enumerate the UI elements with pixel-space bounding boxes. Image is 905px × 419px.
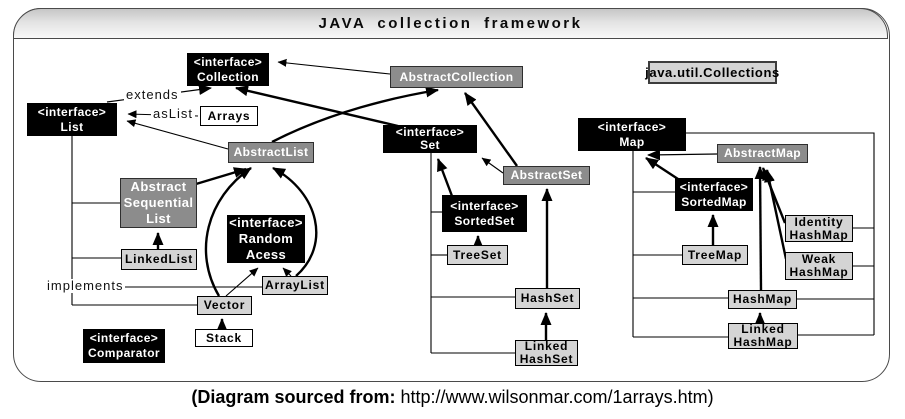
node-collection-interface: <interface> Collection bbox=[187, 53, 269, 86]
node-set-interface: <interface> Set bbox=[383, 125, 477, 153]
node-map-interface: <interface> Map bbox=[578, 118, 686, 151]
node-weak-hash-map: Weak HashMap bbox=[785, 252, 853, 280]
node-abstract-set: AbstractSet bbox=[503, 166, 590, 185]
node-arrays: Arrays bbox=[200, 106, 258, 126]
node-hash-map: HashMap bbox=[728, 290, 797, 309]
title-bar: JAVA collection framework bbox=[13, 8, 888, 39]
node-linked-hash-map: Linked HashMap bbox=[728, 323, 798, 349]
node-comparator-interface: <interface> Comparator bbox=[83, 329, 165, 363]
source-caption: (Diagram sourced from: http://www.wilson… bbox=[0, 387, 905, 408]
node-abstract-map: AbstractMap bbox=[717, 144, 808, 163]
node-stack: Stack bbox=[195, 329, 253, 347]
label-aslist: asList bbox=[151, 106, 195, 121]
page-title: JAVA collection framework bbox=[318, 15, 583, 32]
node-array-list: ArrayList bbox=[262, 276, 328, 295]
node-tree-set: TreeSet bbox=[447, 245, 508, 265]
node-list-interface: <interface> List bbox=[27, 103, 117, 136]
label-extends: extends bbox=[124, 87, 181, 102]
node-hash-set: HashSet bbox=[515, 288, 580, 309]
node-abstract-collection: AbstractCollection bbox=[390, 66, 523, 88]
node-linked-hash-set: Linked HashSet bbox=[515, 340, 578, 366]
node-java-util-collections: java.util.Collections bbox=[645, 61, 779, 84]
label-implements: implements bbox=[45, 278, 126, 293]
node-sorted-map-interface: <interface> SortedMap bbox=[675, 178, 753, 211]
caption-url: http://www.wilsonmar.com/1arrays.htm) bbox=[400, 387, 714, 407]
caption-prefix: (Diagram sourced from: bbox=[191, 387, 396, 407]
node-identity-hash-map: Identity HashMap bbox=[785, 215, 853, 242]
node-linked-list: LinkedList bbox=[121, 249, 197, 270]
node-sorted-set-interface: <interface> SortedSet bbox=[442, 195, 527, 232]
node-random-access-interface: <interface> Random Acess bbox=[227, 215, 305, 263]
node-abstract-list: AbstractList bbox=[228, 142, 314, 163]
node-tree-map: TreeMap bbox=[682, 245, 748, 265]
node-abstract-sequential-list: Abstract Sequential List bbox=[120, 178, 197, 228]
node-vector: Vector bbox=[197, 296, 252, 315]
